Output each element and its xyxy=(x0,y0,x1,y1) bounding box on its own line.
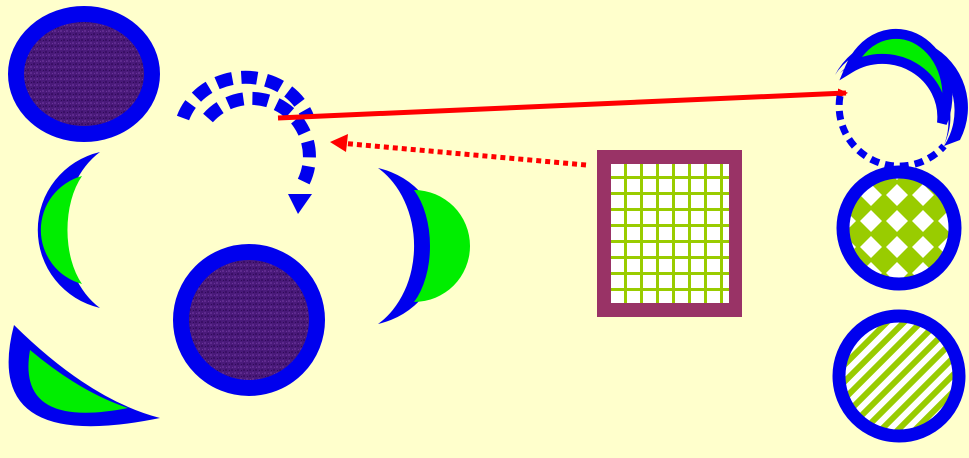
grid-square xyxy=(597,150,742,317)
solid-arrow xyxy=(277,88,848,121)
textured-circle xyxy=(173,244,325,396)
wedge xyxy=(8,325,161,427)
crescent xyxy=(37,152,100,308)
diagonal-stripe-circle xyxy=(832,309,966,443)
crescent xyxy=(378,168,470,324)
half-dashed-circle xyxy=(835,28,968,170)
dashed-arc-arrow xyxy=(176,70,316,214)
dotted-arrow xyxy=(330,134,587,168)
diamond-pattern-circle xyxy=(836,165,962,291)
textured-circle xyxy=(8,6,160,142)
